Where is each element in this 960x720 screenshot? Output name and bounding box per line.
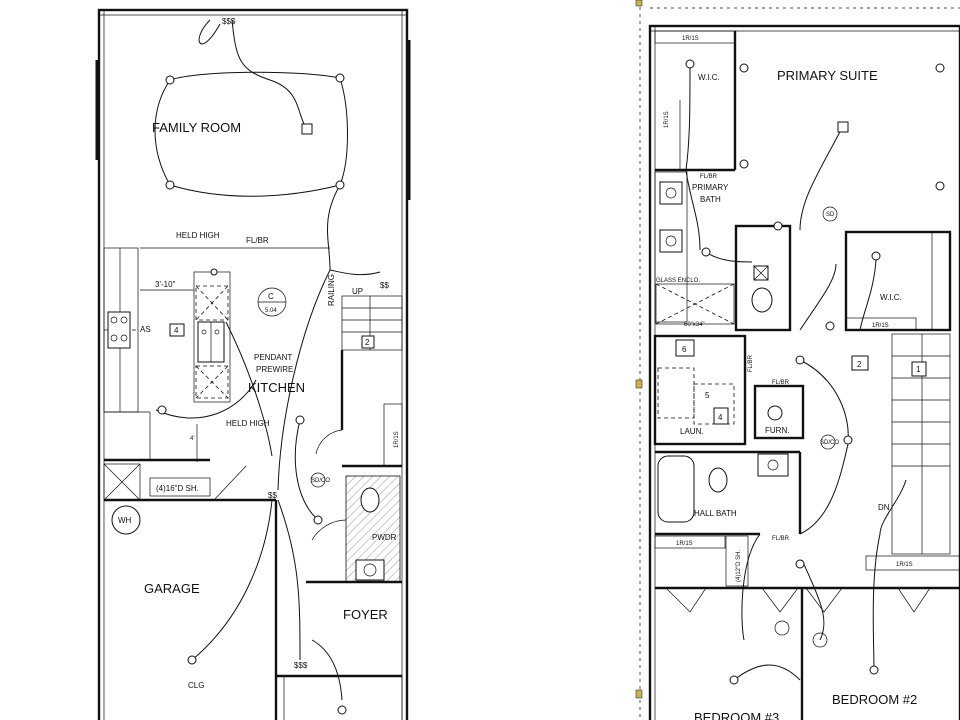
hall-bath-label: HALL BATH: [694, 509, 737, 518]
hall-toilet: [708, 467, 728, 493]
rs-hall: 1R/1S: [676, 541, 693, 547]
tag-1: 1: [916, 365, 921, 374]
callout-c: C: [268, 292, 274, 301]
furnace-label: FURN.: [765, 426, 789, 435]
fl-br-hall: FL/BR: [772, 536, 790, 542]
second-floor-plan: 1R/1S 1R/1S W.I.C. PRIMARY BATH FL/BR GL…: [648, 7, 960, 720]
fl-br-furn: FL/BR: [772, 380, 790, 386]
fl-br-kitchen: FL/BR: [246, 236, 269, 245]
clg-label: CLG: [188, 681, 204, 690]
water-heater-label: WH: [118, 516, 132, 525]
water-heater: [111, 505, 141, 535]
primary-suite-label: PRIMARY SUITE: [777, 68, 878, 83]
pendant-label-2: PREWIRE: [256, 365, 293, 374]
bathtub: [657, 455, 695, 523]
wic-right-label: W.I.C.: [880, 293, 902, 302]
railing-label: RAILING: [327, 274, 336, 306]
tag-2: 2: [857, 360, 862, 369]
hall-sink: [757, 453, 789, 477]
range: [107, 311, 131, 349]
svg-text:$$$: $$$: [294, 661, 308, 670]
vanity-sink-2: [659, 229, 683, 253]
shower: [655, 283, 735, 325]
tag-4: 4: [718, 413, 723, 422]
pendant-label-1: PENDANT: [254, 353, 292, 362]
kitchen-label: KITCHEN: [248, 380, 305, 395]
toilet: [360, 487, 380, 513]
second-floor-ceiling-lights: [685, 59, 945, 685]
furnace: [767, 405, 783, 421]
laundry-label: LAUN.: [680, 427, 704, 436]
rs-side: 1R/1S: [664, 111, 670, 128]
primary-toilet: [751, 287, 773, 313]
tag-6: 6: [682, 345, 687, 354]
range-label: AS: [140, 325, 151, 334]
smoke-detector: [310, 472, 326, 488]
svg-text:$$: $$: [380, 281, 389, 290]
stair: [341, 295, 403, 351]
powder-label: PWDR: [372, 533, 397, 542]
rs-bed2: 1R/1S: [896, 562, 913, 568]
rs-top: 1R/1S: [682, 36, 699, 42]
primary-bath-label-2: BATH: [700, 195, 721, 204]
svg-text:$$: $$: [268, 491, 277, 500]
sd-label: SD: [826, 212, 835, 218]
second-floor-exterior-wall: [648, 24, 960, 720]
first-floor-exterior-wall: [97, 8, 409, 720]
shelves-label: (4)16"D SH.: [156, 484, 199, 493]
foyer-label: FOYER: [343, 607, 388, 622]
stair-tag: 2: [365, 338, 370, 347]
glass-enclosure: GLASS ENCLO.: [656, 278, 700, 284]
wic-left-label: W.I.C.: [698, 73, 720, 82]
callout-value: 5.04: [265, 308, 277, 314]
vanity-sink-1: [659, 181, 683, 205]
family-room-label: FAMILY ROOM: [152, 120, 241, 135]
kitchen-dimension: 3'-10": [155, 280, 176, 289]
stair-up: UP: [352, 287, 363, 296]
closet-rs: 1R/1S: [394, 431, 400, 448]
svg-text:$$$: $$$: [222, 17, 236, 26]
held-high-top: HELD HIGH: [176, 231, 220, 240]
fl-br-laun: FL/BR: [748, 354, 754, 372]
first-floor-plan: AS 4 3'-10" HELD HIGH FL/BR C 5.04 (4)16…: [95, 8, 411, 720]
rs-wic: 1R/1S: [872, 323, 889, 329]
held-high-bottom: HELD HIGH: [226, 419, 270, 428]
smoke-co-hall: [820, 434, 836, 450]
tv-outlet: [301, 123, 313, 135]
powder-sink: [355, 559, 385, 581]
garage-label: GARAGE: [144, 581, 200, 596]
tv-outlet-primary: [837, 121, 849, 133]
smoke-detector-primary: [822, 206, 838, 222]
shower-size: 60"x34": [684, 322, 705, 328]
shelves-2: (4)12"D SH.: [736, 550, 742, 582]
sd-co-label: SD/CO: [311, 478, 330, 484]
first-floor-ceiling-lights: [157, 73, 347, 715]
bedroom-3-label: BEDROOM #3: [694, 710, 779, 720]
sd-co-label-2: SD/CO: [820, 440, 839, 446]
tag-5: 5: [705, 391, 710, 400]
primary-bath-label-1: PRIMARY: [692, 183, 729, 192]
fl-br-bath: FL/BR: [700, 174, 718, 180]
dn-label: DN: [878, 503, 890, 512]
island-tag: 4: [174, 326, 179, 335]
dim-4: 4': [190, 436, 194, 442]
bedroom-2-label: BEDROOM #2: [832, 692, 917, 707]
